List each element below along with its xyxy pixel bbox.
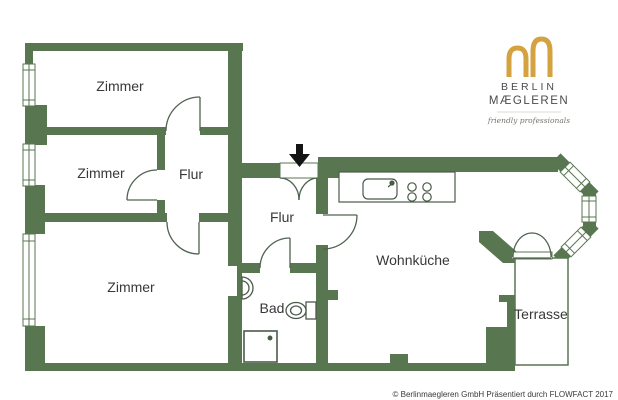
logo-tagline: friendly professionals — [487, 116, 570, 125]
bay-window-icon-right — [581, 195, 597, 223]
room-label-zimmer-top: Zimmer — [96, 78, 144, 94]
window-icon-zimmer-top — [22, 63, 36, 107]
door-icon-zimmer-middle — [126, 169, 158, 201]
shower-icon — [243, 330, 278, 363]
toilet-icon — [285, 301, 317, 320]
room-label-terrasse: Terrasse — [514, 306, 568, 322]
entrance-arrow-icon — [289, 144, 310, 167]
entry-double-door-icon — [279, 162, 319, 201]
window-icon-zimmer-bottom — [22, 233, 36, 327]
terrace-french-doors-icon — [511, 232, 553, 260]
window-icon-zimmer-middle — [22, 143, 36, 187]
door-icon-zimmer-top — [165, 96, 201, 132]
bay-window-icon-lower — [560, 226, 592, 258]
sink-icon — [362, 178, 398, 200]
room-label-zimmer-bottom: Zimmer — [107, 279, 155, 295]
room-label-zimmer-middle: Zimmer — [77, 165, 125, 181]
copyright-text: © Berlinmaegleren GmbH Präsentiert durch… — [393, 390, 614, 399]
windows — [22, 63, 597, 327]
terrace-outline — [514, 257, 569, 366]
bath-fixtures — [241, 276, 317, 363]
logo-arches-icon — [506, 36, 553, 77]
room-label-flur-upper: Flur — [179, 166, 203, 182]
bay-window-icon-upper — [559, 161, 591, 193]
logo-name-line1: BERLIN — [501, 81, 557, 93]
room-label-flur-main: Flur — [270, 209, 294, 225]
room-labels: Zimmer Zimmer Zimmer Flur Flur Bad Wohnk… — [77, 78, 568, 322]
door-icon-bad — [259, 237, 291, 269]
door-icon-zimmer-bottom — [166, 221, 200, 255]
room-label-bad: Bad — [260, 300, 285, 316]
logo-name-line2: MÆGLEREN — [489, 95, 569, 107]
doors — [126, 96, 553, 269]
room-label-wohnkueche: Wohnküche — [376, 252, 450, 268]
logo: BERLIN MÆGLEREN friendly professionals — [487, 36, 570, 125]
door-icon-wohnkueche — [322, 214, 358, 250]
washbasin-icon — [241, 276, 254, 300]
stove-icon — [407, 182, 432, 202]
kitchen-fixtures — [338, 171, 456, 203]
